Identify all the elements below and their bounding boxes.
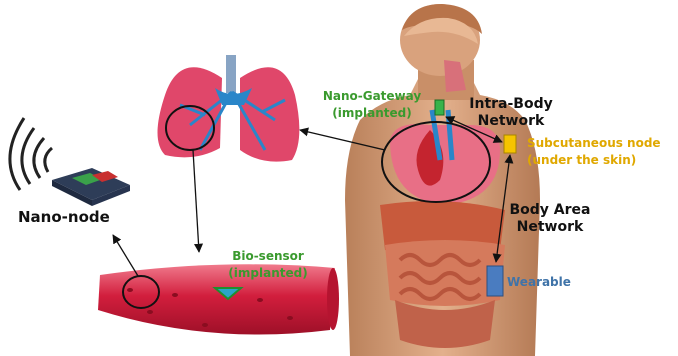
nano-gateway-label-line1: Nano-Gateway bbox=[316, 88, 428, 105]
body-area-label-line2: Network bbox=[500, 219, 600, 236]
wearable-label: Wearable bbox=[507, 274, 571, 291]
wearable-node bbox=[487, 266, 503, 296]
nano-gateway-node bbox=[435, 100, 444, 115]
arrow-lungs-to-vessel bbox=[193, 150, 199, 252]
intra-body-label-line1: Intra-Body bbox=[462, 96, 560, 113]
intra-body-network-label: Intra-Body Network bbox=[462, 96, 560, 130]
nano-node-label: Nano-node bbox=[18, 209, 110, 226]
arrow-vessel-to-nanonode bbox=[113, 235, 138, 276]
subcutaneous-node bbox=[504, 135, 516, 153]
nano-gateway-label: Nano-Gateway (implanted) bbox=[316, 88, 428, 122]
wireless-signal-icon bbox=[10, 118, 52, 190]
bio-sensor-label-line2: (implanted) bbox=[218, 265, 318, 282]
nano-gateway-label-line2: (implanted) bbox=[316, 105, 428, 122]
bio-sensor-label-line1: Bio-sensor bbox=[218, 248, 318, 265]
body-area-label-line1: Body Area bbox=[500, 202, 600, 219]
subcutaneous-label-line2: (under the skin) bbox=[527, 152, 661, 169]
bio-sensor-label: Bio-sensor (implanted) bbox=[218, 248, 318, 282]
human-torso-icon bbox=[345, 4, 540, 356]
subcutaneous-label-line1: Subcutaneous node bbox=[527, 135, 661, 152]
subcutaneous-node-label: Subcutaneous node (under the skin) bbox=[527, 135, 661, 169]
nano-node-chip-icon bbox=[52, 168, 130, 206]
intra-body-label-line2: Network bbox=[462, 113, 560, 130]
body-area-network-label: Body Area Network bbox=[500, 202, 600, 236]
